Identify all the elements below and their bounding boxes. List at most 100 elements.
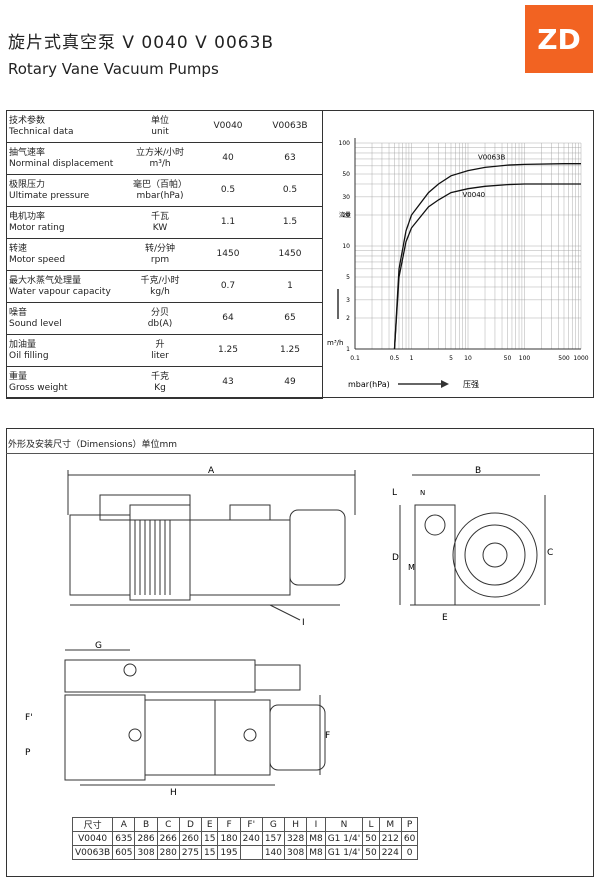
dim-label-G: G (95, 641, 102, 651)
dims-cell: M8 (306, 845, 326, 860)
spec-v0063b: 0.5 (258, 174, 323, 207)
x-tick-label: 1 (410, 355, 414, 362)
series-label: V0040 (463, 191, 486, 199)
spec-v0040: V0040 (198, 111, 258, 143)
top-view-drawing: G H F F' P (25, 641, 330, 798)
dims-cell: E (200, 817, 219, 832)
dims-cell: 308 (284, 845, 308, 860)
dims-cell: 286 (134, 831, 158, 846)
dimensions-divider (6, 453, 593, 454)
spec-v0063b: 1450 (258, 238, 323, 271)
y-tick-label: 20 (342, 212, 350, 219)
dim-label-I: I (302, 618, 305, 628)
series-line-V0040 (393, 183, 581, 350)
dims-cell: B (134, 817, 158, 832)
spec-v0040: 1.25 (198, 334, 258, 367)
dim-label-C: C (547, 548, 553, 558)
y-axis-unit: m³/h (327, 339, 343, 347)
y-tick-label: 100 (339, 140, 351, 147)
dims-cell: 15 (200, 831, 219, 846)
x-tick-label: 500 (558, 355, 570, 362)
x-axis-suffix: 压强 (463, 380, 479, 389)
x-tick-label: 1000 (573, 355, 588, 362)
dim-label-D: D (392, 553, 399, 563)
dim-label-M: M (408, 563, 415, 572)
dims-cell: G (261, 817, 286, 832)
x-axis-arrow-head (441, 380, 449, 388)
front-view-drawing: B D M C E L N (392, 466, 553, 623)
spec-v0063b: 1.25 (258, 334, 323, 367)
spec-v0063b: 49 (258, 366, 323, 399)
dims-cell: 50 (362, 831, 380, 846)
dims-cell: 尺寸 (71, 817, 114, 832)
y-tick-label: 10 (342, 243, 350, 250)
dims-cell: 260 (178, 831, 203, 846)
dims-cell (239, 845, 263, 860)
dims-cell: M8 (306, 831, 326, 846)
dimensions-panel (6, 428, 594, 877)
spec-v0040: 0.7 (198, 270, 258, 303)
dims-cell: 605 (112, 845, 136, 860)
spec-v0063b: 63 (258, 142, 323, 175)
x-tick-label: 0.1 (350, 355, 360, 362)
y-tick-label: 3 (346, 297, 350, 304)
dim-label-P: P (25, 748, 31, 758)
x-tick-label: 10 (464, 355, 472, 362)
dims-cell: 328 (284, 831, 308, 846)
dims-cell: 266 (156, 831, 180, 846)
x-tick-label: 5 (449, 355, 453, 362)
y-tick-label: 2 (346, 315, 350, 322)
x-axis-label: mbar(hPa) (348, 380, 390, 389)
dims-cell: 0 (400, 845, 419, 860)
dims-cell: 140 (261, 845, 286, 860)
dims-cell: 60 (400, 831, 419, 846)
spec-v0063b: 65 (258, 302, 323, 335)
dim-label-H: H (170, 788, 177, 798)
spec-v0063b: 1.5 (258, 206, 323, 239)
dims-cell: 50 (362, 845, 380, 860)
dims-cell: F (217, 817, 241, 832)
y-tick-label: 50 (342, 171, 350, 178)
x-tick-label: 0.5 (390, 355, 400, 362)
dim-label-L: L (392, 488, 397, 498)
side-view-drawing: A I (67, 466, 356, 628)
dims-cell: 212 (378, 831, 402, 846)
dims-cell: 157 (261, 831, 286, 846)
dims-cell: F' (239, 817, 263, 832)
dims-cell: 180 (217, 831, 241, 846)
series-line-V0063B (393, 163, 581, 350)
y-axis-label: 流量 (339, 211, 351, 219)
page-title-en: Rotary Vane Vacuum Pumps (8, 60, 219, 78)
y-tick-label: 5 (346, 274, 350, 281)
spec-v0040: 43 (198, 366, 258, 399)
series-label: V0063B (478, 154, 506, 162)
dim-label-A: A (208, 466, 215, 476)
dims-cell: L (362, 817, 380, 832)
dims-cell: V0040 (71, 831, 114, 846)
dimensions-heading: 外形及安装尺寸（Dimensions）单位mm (8, 440, 178, 450)
dim-label-F-prime: F' (25, 713, 33, 723)
dims-cell: 240 (239, 831, 263, 846)
dims-cell: 275 (178, 845, 203, 860)
